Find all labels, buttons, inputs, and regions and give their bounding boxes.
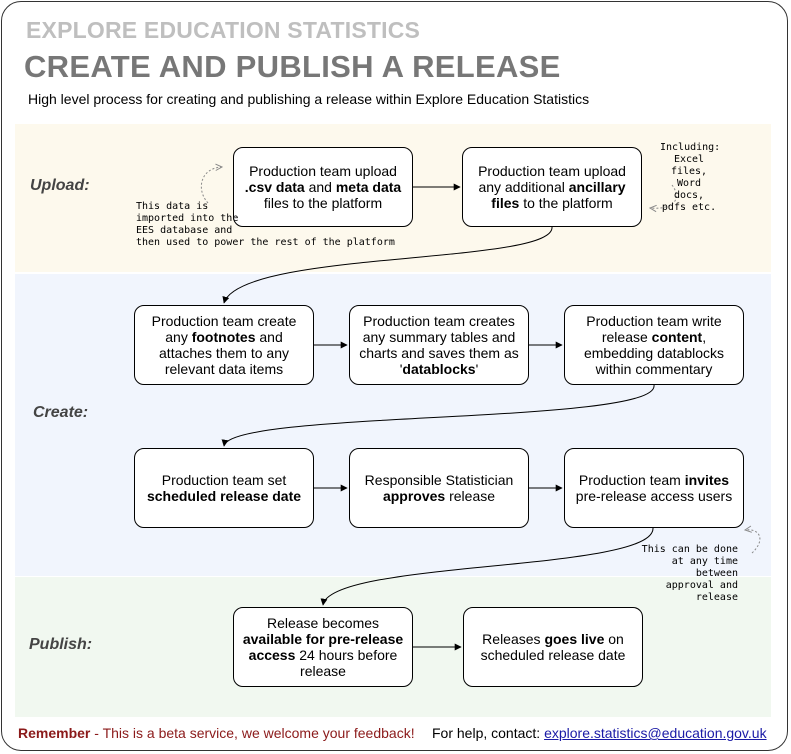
step-emphasis: invites xyxy=(684,472,730,488)
super-title: EXPLORE EDUCATION STATISTICS xyxy=(26,17,421,43)
step-text: ' xyxy=(475,361,479,377)
step-create-footnotes: Production team create any footnotes and… xyxy=(134,305,314,385)
note-any-time: This can be done at any time between app… xyxy=(630,544,738,604)
step-emphasis: approves xyxy=(382,488,446,504)
step-datablocks-text: Production team creates any summary tabl… xyxy=(356,313,522,377)
step-emphasis: footnotes xyxy=(191,329,256,345)
note-line: EES database and xyxy=(136,225,233,236)
step-text: and xyxy=(304,179,336,195)
step-emphasis: scheduled release date xyxy=(146,488,302,504)
step-text: Release becomes xyxy=(266,615,380,631)
note-line: Excel files, xyxy=(670,154,708,177)
step-emphasis: content xyxy=(651,329,703,345)
feedback-notice: Remember - This is a beta service, we we… xyxy=(18,725,415,741)
step-text: pre-release access users xyxy=(575,488,733,504)
stage-label-upload: Upload: xyxy=(30,177,90,194)
stage-label-publish: Publish: xyxy=(29,636,93,653)
step-upload-csv-data: Production team upload .csv data and met… xyxy=(233,147,413,227)
step-golive-text: Releases goes live on scheduled release … xyxy=(470,631,636,663)
note-line: then used to power the rest of the platf… xyxy=(136,237,395,248)
step-emphasis: ancillary files xyxy=(491,179,626,211)
remember-text: - This is a beta service, we welcome you… xyxy=(90,725,415,741)
step-release-goes-live: Releases goes live on scheduled release … xyxy=(463,607,643,687)
step-upload-ancillary-files: Production team upload any additional an… xyxy=(462,147,642,227)
step-prerelease-access: Release becomes available for pre-releas… xyxy=(233,607,413,687)
step-approves-text: Responsible Statistician approves releas… xyxy=(356,472,522,504)
page-subtitle: High level process for creating and publ… xyxy=(28,91,590,107)
step-write-release-content: Production team write release content, e… xyxy=(564,305,744,385)
note-line: imported into the xyxy=(136,213,239,224)
step-statistician-approves: Responsible Statistician approves releas… xyxy=(349,448,529,528)
step-emphasis: available for pre-release access xyxy=(242,631,404,663)
step-set-scheduled-release-date: Production team set scheduled release da… xyxy=(134,448,314,528)
step-emphasis: datablocks xyxy=(402,361,476,377)
note-line: approval and release xyxy=(665,580,738,603)
step-upload-ancillary-text: Production team upload any additional an… xyxy=(469,163,635,211)
step-text: Production team create any xyxy=(151,313,297,345)
step-emphasis: goes live xyxy=(544,631,605,647)
step-text: , embedding datablocks within commentary xyxy=(583,329,725,377)
help-text: For help, contact: xyxy=(432,725,545,741)
note-line: Including: xyxy=(660,142,721,153)
step-text: and attaches them to any relevant data i… xyxy=(159,329,289,377)
note-data-imported: This data is imported into the EES datab… xyxy=(136,201,395,249)
step-text: Production team write release xyxy=(586,313,722,345)
note-line: This can be done xyxy=(641,544,738,555)
step-text: Production team upload xyxy=(249,163,397,179)
step-text: Production team upload any additional xyxy=(478,163,626,195)
stage-label-create: Create: xyxy=(33,404,89,421)
step-text: to the platform xyxy=(519,195,613,211)
step-text: 24 hours before release xyxy=(295,647,398,679)
step-text: Responsible Statistician xyxy=(364,472,514,488)
step-emphasis: meta data xyxy=(335,179,402,195)
step-text: Releases xyxy=(482,631,545,647)
step-text: release xyxy=(445,488,496,504)
step-scheduled-text: Production team set scheduled release da… xyxy=(141,472,307,504)
step-text: Production team xyxy=(578,472,685,488)
page-title: CREATE AND PUBLISH A RELEASE xyxy=(24,49,561,84)
step-text: Production team creates any summary tabl… xyxy=(359,313,519,377)
note-line: Word docs, xyxy=(673,178,705,201)
help-contact: For help, contact: explore.statistics@ed… xyxy=(432,725,767,741)
help-email-link[interactable]: explore.statistics@education.gov.uk xyxy=(544,725,767,741)
step-content-text: Production team write release content, e… xyxy=(571,313,737,377)
step-text: files to the platform xyxy=(263,195,383,211)
note-line: pdfs etc. xyxy=(661,202,717,213)
step-prerelease-text: Release becomes available for pre-releas… xyxy=(240,615,406,679)
note-line: at any time between xyxy=(671,556,738,579)
step-text: Production team set xyxy=(161,472,287,488)
step-upload-csv-text: Production team upload .csv data and met… xyxy=(240,163,406,211)
step-invites-text: Production team invites pre-release acce… xyxy=(571,472,737,504)
step-emphasis: .csv data xyxy=(244,179,305,195)
note-line: This data is xyxy=(136,201,209,212)
step-text: on scheduled release date xyxy=(480,631,626,663)
note-including-files: Including: Excel files, Word docs, pdfs … xyxy=(660,142,721,214)
step-create-datablocks: Production team creates any summary tabl… xyxy=(349,305,529,385)
remember-label: Remember xyxy=(18,725,91,741)
step-footnotes-text: Production team create any footnotes and… xyxy=(141,313,307,377)
step-invite-prerelease-users: Production team invites pre-release acce… xyxy=(564,448,744,528)
